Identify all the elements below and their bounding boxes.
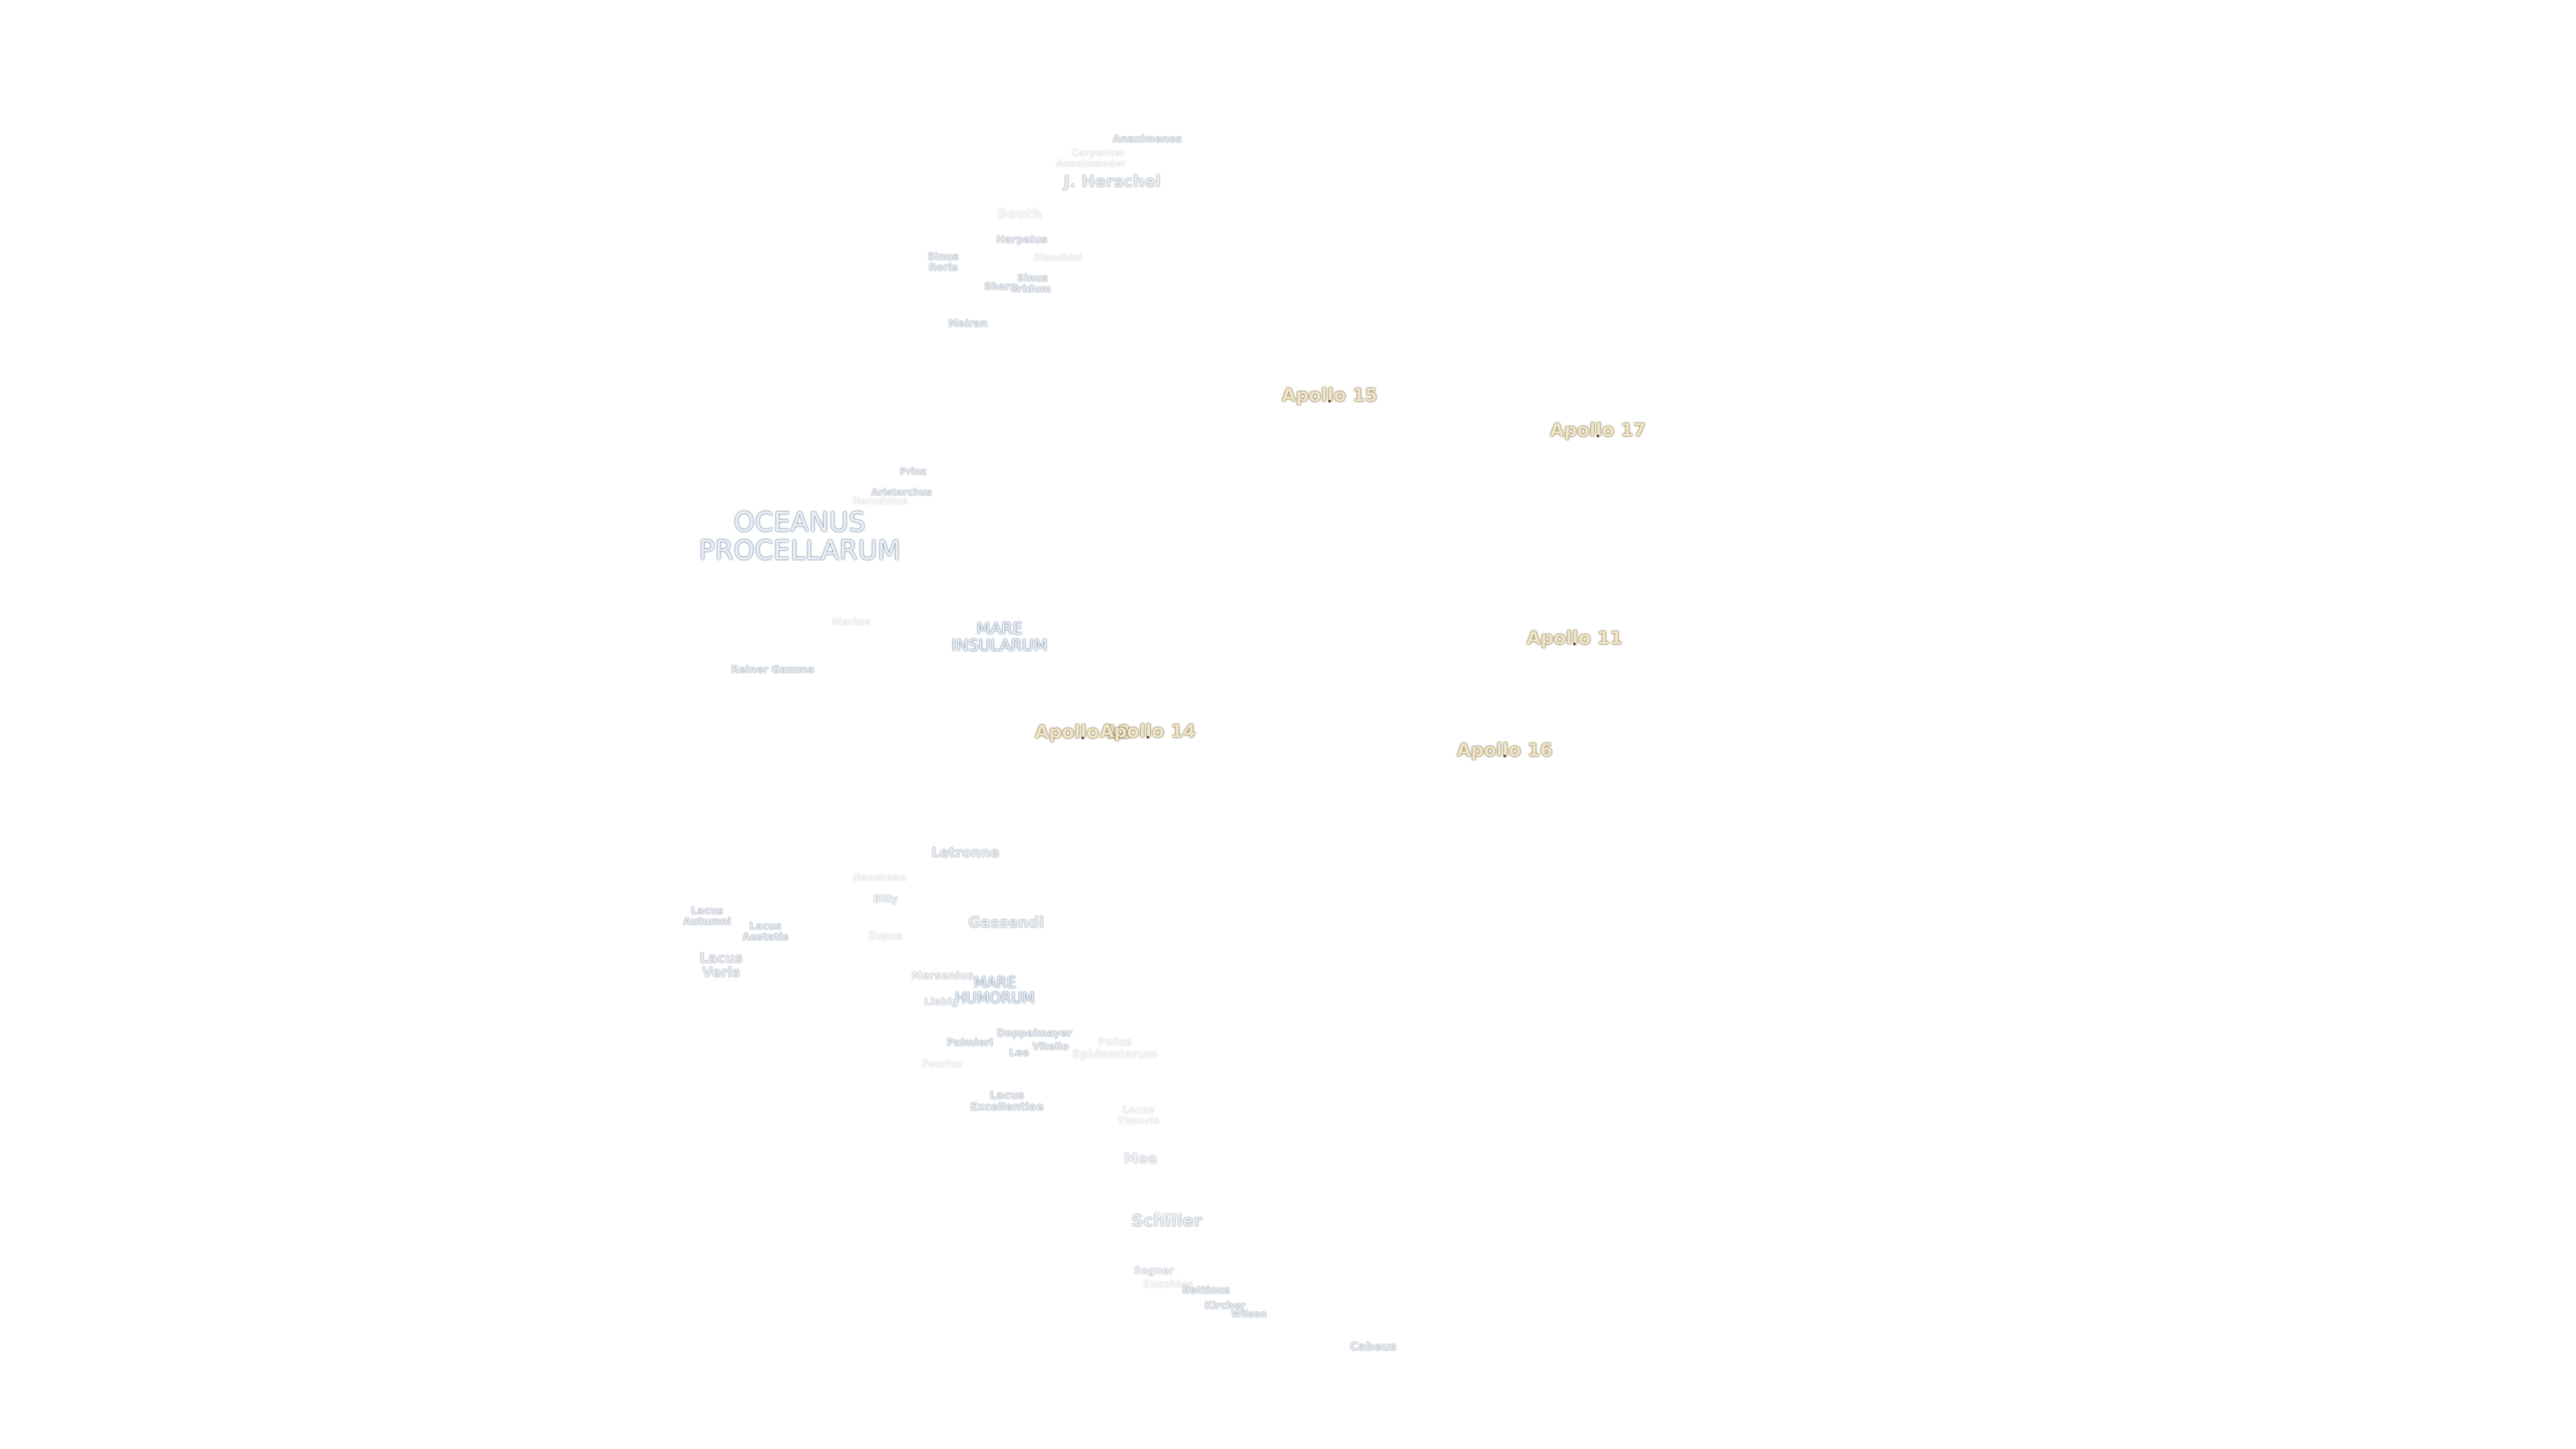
feature-label-harpalus: Harpalus — [996, 233, 1047, 246]
feature-label-palmieri: Palmieri — [947, 1036, 994, 1049]
feature-label-cabeus: Cabeus — [1350, 1340, 1397, 1354]
label-line: Roris — [928, 261, 958, 273]
feature-label-carpenter: Carpenter — [1071, 148, 1125, 159]
landing-site-marker-icon[interactable] — [1573, 643, 1576, 645]
landing-site-marker-icon[interactable] — [1146, 736, 1149, 739]
label-line: Lacus — [690, 904, 724, 917]
feature-label-zupus: Zupus — [868, 930, 903, 943]
landing-site-marker-icon[interactable] — [1597, 435, 1599, 437]
feature-label-gassendi: Gassendi — [968, 914, 1044, 932]
feature-label-anaximander: Anaximander — [1055, 158, 1126, 170]
label-line: Epidemiarum — [1072, 1048, 1158, 1061]
label-line: OCEANUS — [733, 507, 866, 538]
label-line: Iridum — [1014, 282, 1051, 294]
label-line: Palus — [1097, 1036, 1132, 1050]
feature-label-bettinus: Bettinus — [1182, 1284, 1230, 1297]
label-line: INSULARUM — [951, 636, 1048, 655]
label-line: Veris — [702, 964, 741, 980]
label-line: Lacus — [749, 920, 782, 932]
label-line: MARE — [976, 619, 1023, 638]
feature-label-marius: Marius — [832, 616, 871, 629]
label-line: Aestatis — [742, 930, 789, 943]
feature-label-zucchius: Zucchius — [1142, 1278, 1193, 1291]
feature-label-schiller: Schiller — [1131, 1210, 1202, 1230]
feature-label-hansteen: Hansteen — [852, 871, 907, 884]
label-line: Autumni — [683, 915, 731, 927]
feature-label-sharp: Sharp — [984, 280, 1018, 293]
label-line: Timoris — [1117, 1114, 1160, 1126]
label-line: HUMORUM — [955, 990, 1035, 1007]
label-line: Sinus — [927, 250, 959, 263]
feature-label-bianchini: Bianchini — [1033, 252, 1083, 264]
feature-label-south: South — [997, 205, 1042, 222]
feature-label-mairan: Mairan — [948, 317, 988, 330]
feature-label-letronne: Letronne — [931, 844, 1000, 861]
feature-label-kircher: Kircher — [1204, 1299, 1246, 1312]
feature-label-mee: Mee — [1124, 1150, 1157, 1167]
feature-label-doppelmayer: Doppelmayer — [996, 1027, 1073, 1040]
label-line: Lacus — [1122, 1104, 1155, 1116]
landing-site-marker-icon[interactable] — [1328, 400, 1331, 402]
feature-label-mersenius: Mersenius — [911, 969, 974, 982]
label-line: PROCELLARUM — [698, 535, 901, 566]
feature-label-lee: Lee — [1009, 1046, 1029, 1059]
feature-label-vitello: Vitello — [1032, 1040, 1069, 1053]
label-line: Sinus — [1016, 272, 1049, 284]
feature-label-wilson: Wilson — [1231, 1309, 1267, 1320]
feature-label-aristarchus: Aristarchus — [871, 487, 932, 498]
feature-label-anaximenes: Anaximenes — [1112, 133, 1182, 146]
feature-label-segner: Segner — [1134, 1265, 1174, 1277]
feature-label-fourier: Fourier — [922, 1058, 963, 1071]
feature-label-billy: Billy — [873, 893, 898, 906]
feature-label-reiner-gamma: Reiner Gamma — [731, 663, 815, 676]
label-line: Lacus — [989, 1089, 1024, 1102]
feature-label-prinz: Prinz — [899, 466, 927, 478]
label-line: Excellentiae — [970, 1100, 1044, 1113]
label-line: Lacus — [699, 950, 743, 966]
landing-site-marker-icon[interactable] — [1503, 755, 1506, 757]
feature-label-j-herschel: J. Herschel — [1063, 172, 1161, 191]
feature-label-herodotus: Herodotus — [852, 496, 908, 507]
label-line: MARE — [973, 974, 1016, 991]
feature-label-liebig: Liebig — [924, 996, 959, 1008]
feature-label-bayer: Bayer — [1155, 1210, 1181, 1220]
landing-site-marker-icon[interactable] — [1081, 737, 1084, 739]
